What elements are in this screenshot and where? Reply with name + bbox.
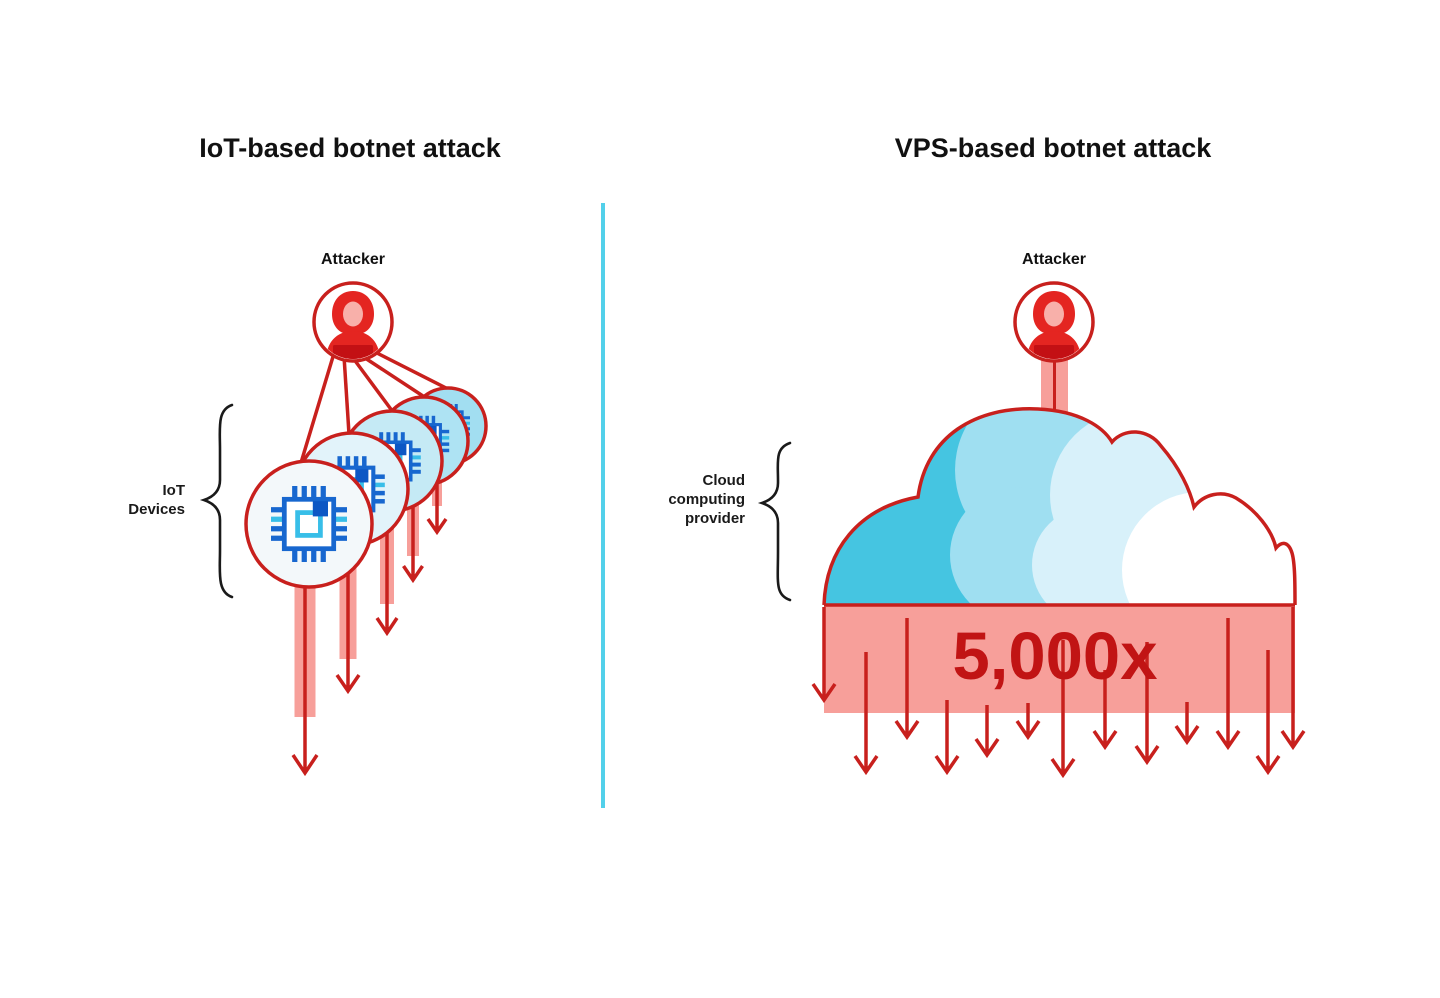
down-arrow-icon [1255, 650, 1281, 776]
iot-device-stack [244, 386, 488, 589]
down-arrow-icon [1015, 703, 1041, 741]
down-arrow-icon [1092, 670, 1118, 751]
down-arrow-icon [974, 705, 1000, 759]
down-arrow-icon [1280, 607, 1306, 751]
attack-band [824, 605, 1295, 713]
iot-botnet-figure [199, 0, 488, 777]
down-arrow-icon [894, 618, 920, 741]
down-arrow-icon [934, 700, 960, 776]
down-arrow-icon [1050, 640, 1076, 779]
curly-brace [199, 403, 234, 599]
cloud-provider-label: Cloud computing provider [668, 472, 745, 527]
panel-divider [601, 203, 605, 808]
attacker-to-cloud-link [1041, 356, 1068, 412]
down-arrow-icon [811, 607, 837, 704]
down-arrow-icon [1174, 702, 1200, 746]
vps-botnet-figure [757, 0, 1306, 779]
multiplier-value: 5,000x [952, 619, 1158, 694]
down-arrow-icon [1215, 618, 1241, 751]
left-panel-title: IoT-based botnet attack [199, 133, 501, 163]
down-arrow-icon [1134, 642, 1160, 766]
hooded-attacker-icon [1015, 283, 1093, 362]
right-panel-title: VPS-based botnet attack [894, 133, 1212, 163]
down-arrow-icon [291, 583, 319, 777]
left-attacker-label: Attacker [320, 251, 386, 268]
down-arrow-icon [853, 652, 879, 776]
attacker-to-devices-lines [298, 348, 451, 467]
cpu-chip-icon [244, 459, 374, 589]
iot-devices-label: IoT Devices [128, 482, 185, 518]
curly-brace [757, 441, 792, 602]
vps-attack-arrows [811, 607, 1306, 779]
hooded-attacker-icon [314, 283, 392, 362]
right-attacker-label: Attacker [1021, 251, 1087, 268]
